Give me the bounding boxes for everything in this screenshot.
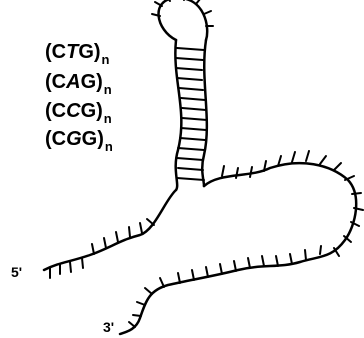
repeat-ccg: (CCG)n — [45, 101, 112, 121]
label-5-prime: 5' — [11, 265, 22, 279]
label-3-prime: 3' — [103, 320, 114, 334]
repeat-cgg: (CGG)n — [45, 129, 113, 149]
repeat-ctg: (CTG)n — [45, 42, 110, 62]
repeat-cag: (CAG)n — [45, 72, 112, 92]
hairpin-loop — [159, 0, 208, 40]
strand-5prime-ticks — [50, 219, 154, 278]
strand-loop-ticks — [129, 151, 363, 327]
strand-5prime — [44, 190, 176, 270]
stem-right-strand — [202, 40, 207, 186]
